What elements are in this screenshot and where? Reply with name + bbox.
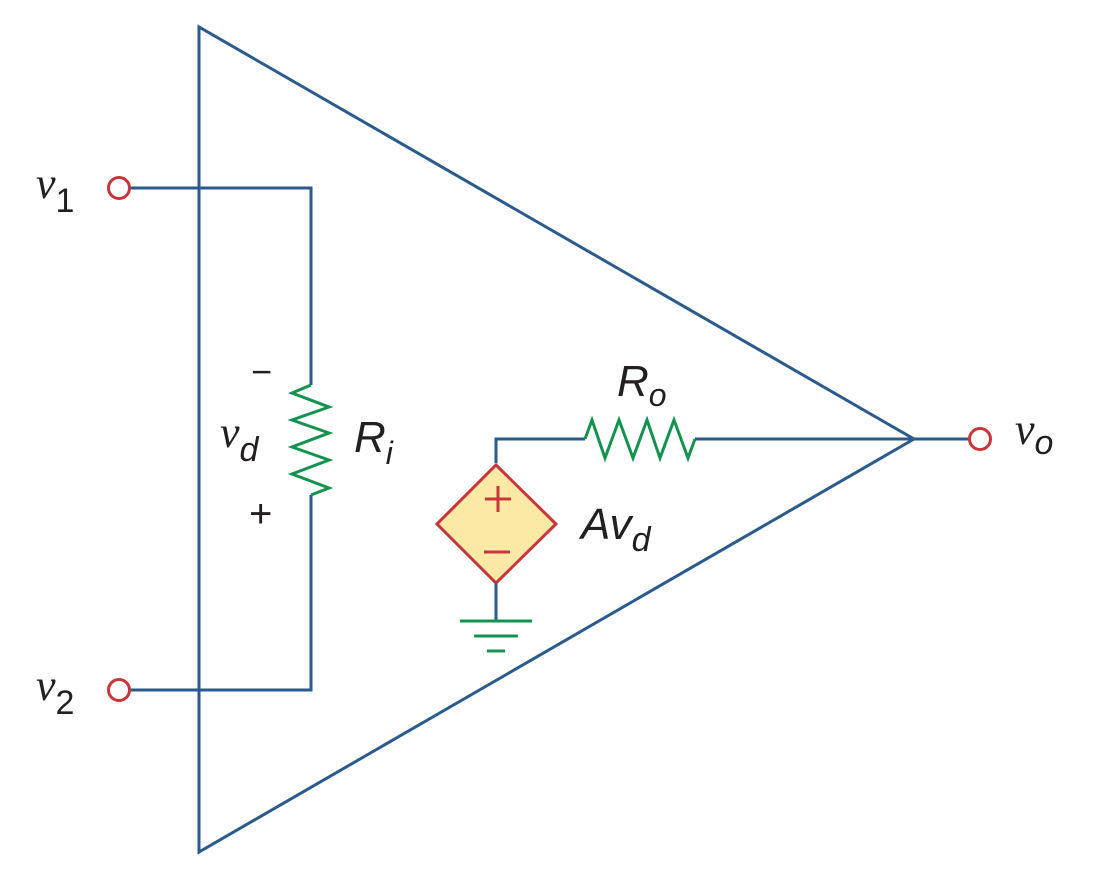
label-v2: v2 — [36, 661, 74, 722]
terminal-v2[interactable] — [107, 678, 131, 702]
ground-icon — [460, 619, 532, 653]
dependent-voltage-source — [434, 462, 559, 586]
label-source-gain: Avd — [578, 500, 652, 559]
label-ro: Ro — [617, 357, 667, 413]
terminal-vo[interactable] — [968, 427, 992, 451]
resistor-ro — [583, 415, 697, 463]
terminal-v1[interactable] — [107, 176, 131, 200]
wire-v2 — [130, 495, 313, 692]
label-vo: vo — [1015, 405, 1053, 462]
label-vd: vd — [220, 408, 260, 469]
op-amp-triangle — [197, 24, 918, 855]
wire-source-to-ro — [494, 437, 585, 463]
vd-plus-sign: + — [249, 492, 272, 536]
label-v1: v1 — [36, 159, 74, 220]
vd-minus-sign: − — [251, 351, 272, 392]
label-ri: Ri — [354, 413, 394, 471]
resistor-ri — [287, 383, 334, 497]
wire-v1 — [130, 186, 313, 385]
